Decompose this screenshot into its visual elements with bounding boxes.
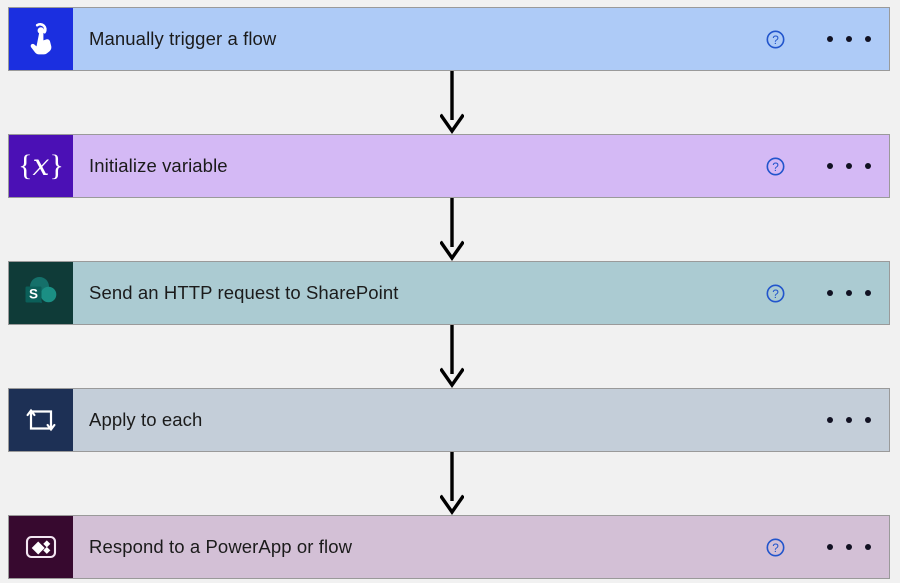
- help-icon[interactable]: ?: [766, 538, 785, 557]
- step-icon-tile: [9, 389, 73, 451]
- step-actions: ?: [766, 516, 889, 578]
- powerapps-icon: [25, 535, 57, 559]
- ellipsis-dot: [846, 36, 852, 42]
- ellipsis-dot: [846, 290, 852, 296]
- help-icon[interactable]: ?: [766, 284, 785, 303]
- svg-text:?: ?: [772, 540, 779, 554]
- ellipsis-dot: [846, 163, 852, 169]
- step-title: Initialize variable: [89, 155, 228, 176]
- ellipsis-dot: [865, 163, 871, 169]
- connector-2-to-3: [440, 198, 464, 262]
- step-body: Respond to a PowerApp or flow ?: [73, 516, 889, 578]
- ellipsis-dot: [865, 36, 871, 42]
- more-options-button[interactable]: [827, 163, 871, 169]
- svg-text:?: ?: [772, 32, 779, 46]
- ellipsis-dot: [865, 290, 871, 296]
- more-options-button[interactable]: [827, 290, 871, 296]
- help-icon[interactable]: ?: [766, 30, 785, 49]
- step-icon-tile: [9, 516, 73, 578]
- svg-text:S: S: [29, 287, 38, 302]
- flow-step-initialize-variable[interactable]: {x} Initialize variable ?: [8, 134, 890, 198]
- step-actions: ?: [766, 135, 889, 197]
- step-actions: ?: [766, 262, 889, 324]
- more-options-button[interactable]: [827, 36, 871, 42]
- ellipsis-dot: [846, 417, 852, 423]
- step-actions: ?: [766, 8, 889, 70]
- ellipsis-dot: [827, 417, 833, 423]
- step-body: Initialize variable ?: [73, 135, 889, 197]
- flow-step-send-an-http-request-to-sharepoint[interactable]: S Send an HTTP request to SharePoint ?: [8, 261, 890, 325]
- step-actions: [766, 389, 889, 451]
- step-body: Manually trigger a flow ?: [73, 8, 889, 70]
- variable-braces-icon: {x}: [18, 148, 64, 183]
- flow-step-apply-to-each[interactable]: Apply to each: [8, 388, 890, 452]
- step-icon-tile: [9, 8, 73, 70]
- step-title: Respond to a PowerApp or flow: [89, 536, 353, 557]
- step-title: Apply to each: [89, 409, 203, 430]
- more-options-button[interactable]: [827, 544, 871, 550]
- connector-3-to-4: [440, 325, 464, 389]
- flow-step-respond-to-a-powerapp-or-flow[interactable]: Respond to a PowerApp or flow ?: [8, 515, 890, 579]
- svg-text:?: ?: [772, 286, 779, 300]
- step-title: Manually trigger a flow: [89, 28, 277, 49]
- ellipsis-dot: [827, 163, 833, 169]
- ellipsis-dot: [865, 417, 871, 423]
- tap-hand-icon: [30, 22, 52, 55]
- connector-4-to-5: [440, 452, 464, 516]
- step-icon-tile: S: [9, 262, 73, 324]
- ellipsis-dot: [865, 544, 871, 550]
- ellipsis-dot: [827, 36, 833, 42]
- svg-text:?: ?: [772, 159, 779, 173]
- step-icon-tile: {x}: [9, 135, 73, 197]
- help-icon[interactable]: ?: [766, 157, 785, 176]
- ellipsis-dot: [827, 544, 833, 550]
- loop-repeat-icon: [26, 408, 56, 432]
- step-body: Apply to each: [73, 389, 889, 451]
- more-options-button[interactable]: [827, 417, 871, 423]
- ellipsis-dot: [827, 290, 833, 296]
- ellipsis-dot: [846, 544, 852, 550]
- flow-step-manually-trigger-a-flow[interactable]: Manually trigger a flow ?: [8, 7, 890, 71]
- connector-1-to-2: [440, 71, 464, 135]
- step-body: Send an HTTP request to SharePoint ?: [73, 262, 889, 324]
- sharepoint-icon: S: [25, 277, 57, 303]
- step-title: Send an HTTP request to SharePoint: [89, 282, 399, 303]
